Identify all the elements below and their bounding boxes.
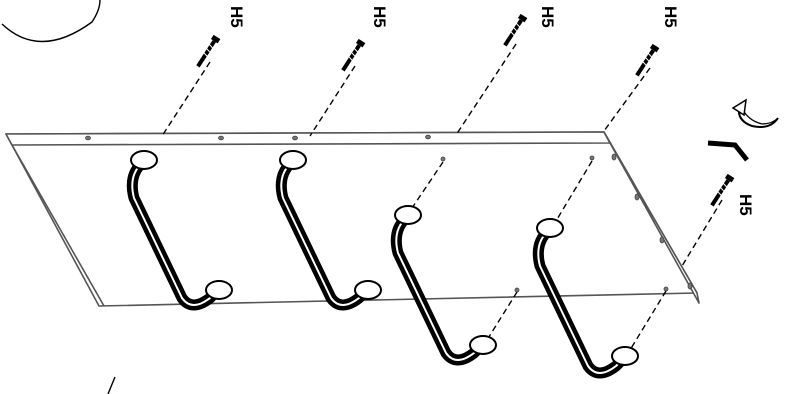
rotate-arrow-icon (731, 98, 779, 128)
screw (710, 173, 735, 207)
side-edge-hole (687, 282, 693, 290)
side-edge-hole (611, 153, 617, 161)
face-hole (589, 155, 595, 161)
side-edge-hole (659, 236, 665, 244)
handle (390, 205, 497, 366)
screw-label: H5 (661, 6, 680, 28)
screw (196, 34, 221, 68)
handle (275, 150, 382, 311)
screw (635, 43, 660, 77)
top-edge-hole (425, 134, 431, 140)
detail-circle (1, 0, 101, 43)
guide-line (486, 291, 518, 341)
top-edge-hole (85, 135, 91, 141)
face-hole (514, 287, 520, 293)
guide-line (603, 67, 651, 132)
top-edge-hole (292, 135, 298, 141)
guide-line (629, 290, 667, 351)
panel (5, 131, 700, 307)
face-hole (440, 156, 446, 162)
guide-line (309, 65, 356, 137)
screw-label: H5 (538, 6, 557, 28)
guide-line (455, 43, 517, 136)
guide-line (681, 199, 723, 267)
side-edge-hole (634, 193, 640, 201)
tick-mark (107, 376, 116, 394)
screw-label: H5 (370, 6, 389, 28)
allen-key-icon (707, 140, 749, 162)
top-edge-hole (218, 135, 224, 141)
screw-label: H5 (736, 194, 755, 216)
screw (503, 13, 528, 47)
screw-label: H5 (227, 6, 246, 28)
guide-line (161, 61, 211, 137)
face-hole (663, 286, 669, 292)
guide-line (555, 160, 593, 222)
screw (341, 38, 366, 72)
handle (532, 218, 639, 379)
handle (126, 150, 233, 311)
